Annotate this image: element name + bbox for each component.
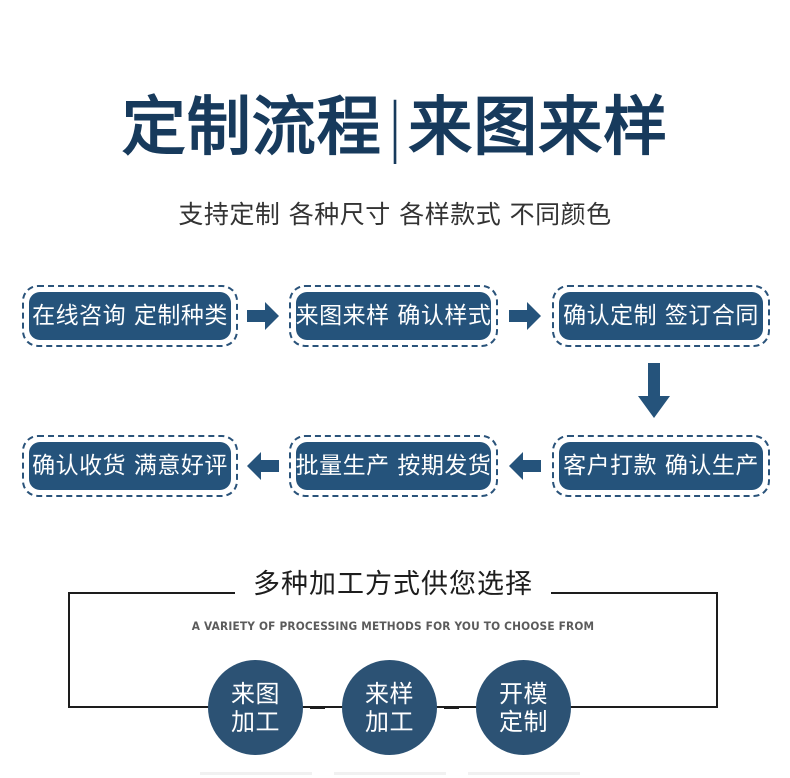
method-option-3-line2: 定制 — [499, 707, 548, 736]
flow-step-5-label: 批量生产 按期发货 — [295, 453, 492, 479]
artifact-strip — [334, 772, 446, 775]
method-option-3[interactable]: 开模 定制 — [476, 660, 571, 755]
method-option-2-line2: 加工 — [365, 707, 414, 736]
arrow-left-icon — [246, 449, 280, 483]
flow-step-3-body: 确认定制 签订合同 — [559, 292, 763, 340]
methods-title: 多种加工方式供您选择 — [235, 566, 551, 604]
flow-step-3[interactable]: 确认定制 签订合同 — [552, 285, 770, 347]
page-title: 定制流程|来图来样 — [0, 92, 790, 164]
page-title-divider: | — [389, 91, 401, 165]
method-option-1-line1: 来图 — [231, 679, 280, 708]
arrow-right-icon — [246, 299, 280, 333]
method-option-1-label: 来图 加工 — [231, 680, 280, 736]
method-option-1-line2: 加工 — [231, 707, 280, 736]
flow-step-6-body: 确认收货 满意好评 — [29, 442, 231, 490]
flow-step-1-label: 在线咨询 定制种类 — [32, 303, 228, 329]
arrow-down-icon — [636, 362, 672, 420]
flow-step-1-body: 在线咨询 定制种类 — [29, 292, 231, 340]
flow-step-4-body: 客户打款 确认生产 — [559, 442, 763, 490]
arrow-right-icon — [508, 299, 542, 333]
flow-step-2[interactable]: 来图来样 确认样式 — [289, 285, 498, 347]
connector-dash-icon — [444, 706, 459, 709]
method-option-1[interactable]: 来图 加工 — [208, 660, 303, 755]
method-option-3-line1: 开模 — [499, 679, 548, 708]
artifact-strip — [468, 772, 580, 775]
flow-step-5-body: 批量生产 按期发货 — [296, 442, 491, 490]
processing-methods-options: 来图 加工 来样 加工 开模 定制 — [0, 660, 790, 778]
connector-dash-icon — [310, 706, 325, 709]
method-option-2-line1: 来样 — [365, 679, 414, 708]
flow-step-6[interactable]: 确认收货 满意好评 — [22, 435, 238, 497]
flow-step-5[interactable]: 批量生产 按期发货 — [289, 435, 498, 497]
flow-step-1[interactable]: 在线咨询 定制种类 — [22, 285, 238, 347]
method-option-2-label: 来样 加工 — [365, 680, 414, 736]
arrow-left-icon — [508, 449, 542, 483]
flow-step-4-label: 客户打款 确认生产 — [563, 453, 759, 479]
flow-step-4[interactable]: 客户打款 确认生产 — [552, 435, 770, 497]
page-title-right: 来图来样 — [408, 91, 669, 165]
page-subtitle: 支持定制 各种尺寸 各样款式 不同颜色 — [178, 200, 612, 229]
flow-step-2-label: 来图来样 确认样式 — [295, 303, 492, 329]
methods-title-wrap: 多种加工方式供您选择 — [68, 566, 718, 604]
flow-step-3-label: 确认定制 签订合同 — [563, 303, 759, 329]
page-title-left: 定制流程 — [121, 91, 382, 165]
method-option-2[interactable]: 来样 加工 — [342, 660, 437, 755]
process-flow-diagram: 在线咨询 定制种类 来图来样 确认样式 确认定制 签订合同 客户打款 确认生产 — [22, 285, 770, 497]
flow-step-2-body: 来图来样 确认样式 — [296, 292, 491, 340]
methods-subtitle-english: A VARIETY OF PROCESSING METHODS FOR YOU … — [191, 619, 595, 633]
method-option-3-label: 开模 定制 — [499, 680, 548, 736]
flow-step-6-label: 确认收货 满意好评 — [32, 453, 228, 479]
artifact-strip — [200, 772, 312, 775]
